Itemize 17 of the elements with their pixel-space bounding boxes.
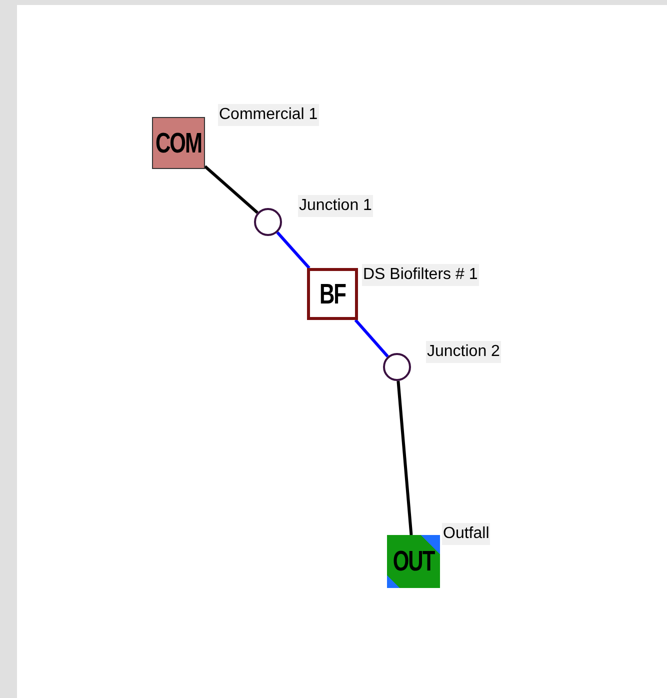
outfall-box bbox=[387, 535, 440, 588]
node-label: Junction 1 bbox=[298, 195, 373, 217]
node-code: BF bbox=[320, 280, 346, 308]
conduit-line bbox=[204, 165, 258, 214]
node-code: COM bbox=[156, 128, 202, 158]
node-code: OUT bbox=[392, 547, 434, 576]
node-label: DS Biofilters # 1 bbox=[362, 264, 479, 286]
junction-circle bbox=[254, 208, 282, 236]
junction-circle bbox=[383, 353, 411, 381]
conduit-line bbox=[396, 380, 413, 536]
biofilter-box bbox=[307, 268, 358, 320]
conduit-line bbox=[354, 319, 389, 358]
conduit-line bbox=[276, 231, 310, 269]
node-label: Junction 2 bbox=[426, 341, 501, 363]
node-label: Outfall bbox=[442, 523, 490, 545]
node-label: Commercial 1 bbox=[218, 104, 319, 126]
subcatchment-box bbox=[152, 117, 205, 169]
